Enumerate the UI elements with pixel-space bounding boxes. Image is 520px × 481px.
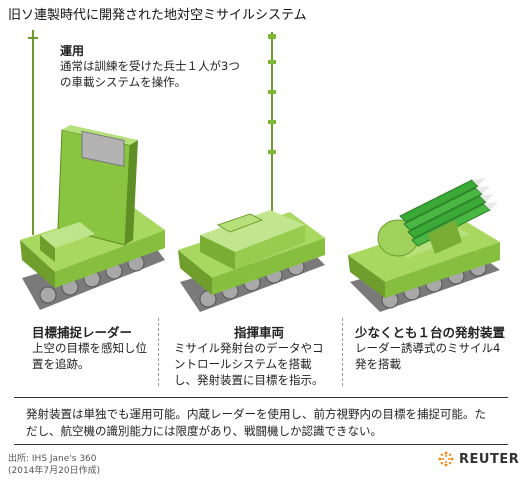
operation-body: 通常は訓練を受けた兵士１人が3つの車載システムを操作。: [60, 59, 240, 89]
page-title: 旧ソ連製時代に開発された地対空ミサイルシステム: [8, 8, 307, 23]
source-date: (2014年7月20日作成): [8, 466, 101, 476]
radar-heading: 目標捕捉レーダー: [32, 325, 133, 340]
note-top-rule: [14, 397, 508, 398]
command-heading: 指揮車両: [234, 325, 285, 340]
radar-vehicle-illustration: [20, 30, 165, 310]
reuters-wordmark: REUTERS: [459, 451, 520, 467]
standalone-note: 発射装置は単独でも運用可能。内蔵レーダーを使用し、前方視野内の目標を捕捉可能。た…: [26, 407, 486, 438]
operation-heading: 運用: [60, 44, 85, 58]
reuters-logo: REUTERS: [438, 451, 520, 467]
source-credit: 出所: IHS Jane's 360 (2014年7月20日作成): [8, 453, 100, 477]
note-bottom-rule: [14, 444, 508, 445]
command-body: ミサイル発射台のデータやコントロールシステムを搭載し、発射装置に目標を指示。: [174, 341, 324, 387]
command-vehicle-illustration: [178, 32, 325, 312]
divider-left: [158, 318, 159, 386]
reuters-dots-icon: [438, 451, 454, 467]
launcher-vehicle-illustration: [348, 178, 500, 312]
divider-right: [342, 318, 343, 386]
launcher-body: レーダー誘導式のミサイル4発を搭載: [355, 341, 501, 371]
source-line: 出所: IHS Jane's 360: [8, 454, 97, 464]
launcher-heading: 少なくとも１台の発射装置: [355, 325, 506, 340]
vehicles-illustration: [20, 30, 500, 312]
radar-body: 上空の目標を感知し位置を追跡。: [32, 341, 147, 371]
